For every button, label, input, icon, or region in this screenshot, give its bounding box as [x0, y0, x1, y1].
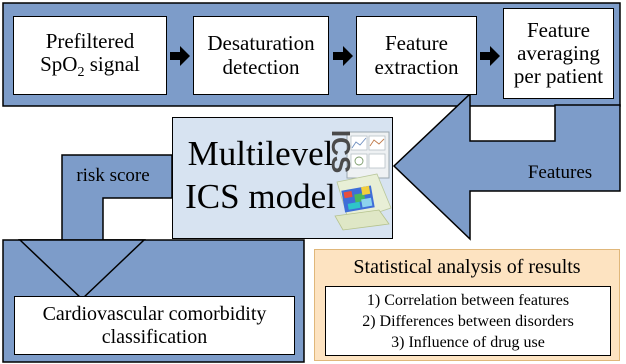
step-feature-extraction: Feature extraction [356, 16, 477, 95]
risk-score-label: risk score [76, 165, 150, 186]
step-3-line1: Feature [385, 30, 448, 55]
features-arrow [392, 92, 621, 241]
step-4-line2: averaging [517, 41, 600, 66]
statistics-list: 1) Correlation between features 2) Diffe… [325, 286, 611, 356]
risk-score-arrowhead [18, 239, 146, 301]
step-prefiltered-signal: Prefiltered SpO2 signal [13, 16, 167, 95]
step-2-line1: Desaturation [207, 30, 315, 55]
step-arrow-3 [480, 46, 500, 66]
step-arrow-1 [170, 46, 190, 66]
model-title-line1: Multilevel [187, 134, 334, 173]
ics-thumbnail-text: ICS [326, 129, 357, 174]
cardiovascular-classification-box: Cardiovascular comorbidity classificatio… [14, 296, 295, 355]
statistics-item-correlation: 1) Correlation between features [366, 292, 570, 309]
model-title-line2: ICS model [185, 177, 336, 216]
step-desaturation-detection: Desaturation detection [193, 16, 329, 95]
statistics-item-drug-use: 3) Influence of drug use [391, 334, 545, 351]
classification-line1: Cardiovascular comorbidity [42, 303, 267, 326]
step-2-line2: detection [222, 54, 300, 79]
step-feature-averaging: Feature averaging per patient [503, 8, 614, 99]
statistical-analysis-panel: Statistical analysis of results 1) Corre… [314, 249, 620, 361]
step-1-line2: SpO2 signal [40, 52, 140, 81]
statistics-title: Statistical analysis of results [353, 256, 581, 278]
step-1-line1: Prefiltered [45, 28, 135, 53]
step-4-line3: per patient [513, 63, 604, 88]
step-arrow-2 [333, 46, 353, 66]
multilevel-ics-model-box: Multilevel ICS model ICS [172, 117, 393, 239]
ics-software-thumbnail [334, 131, 392, 231]
step-4-line1: Feature [527, 18, 590, 43]
step-3-line2: extraction [374, 54, 459, 79]
statistics-item-differences: 2) Differences between disorders [362, 313, 574, 330]
classification-line2: classification [101, 325, 208, 348]
features-label: Features [527, 162, 593, 183]
